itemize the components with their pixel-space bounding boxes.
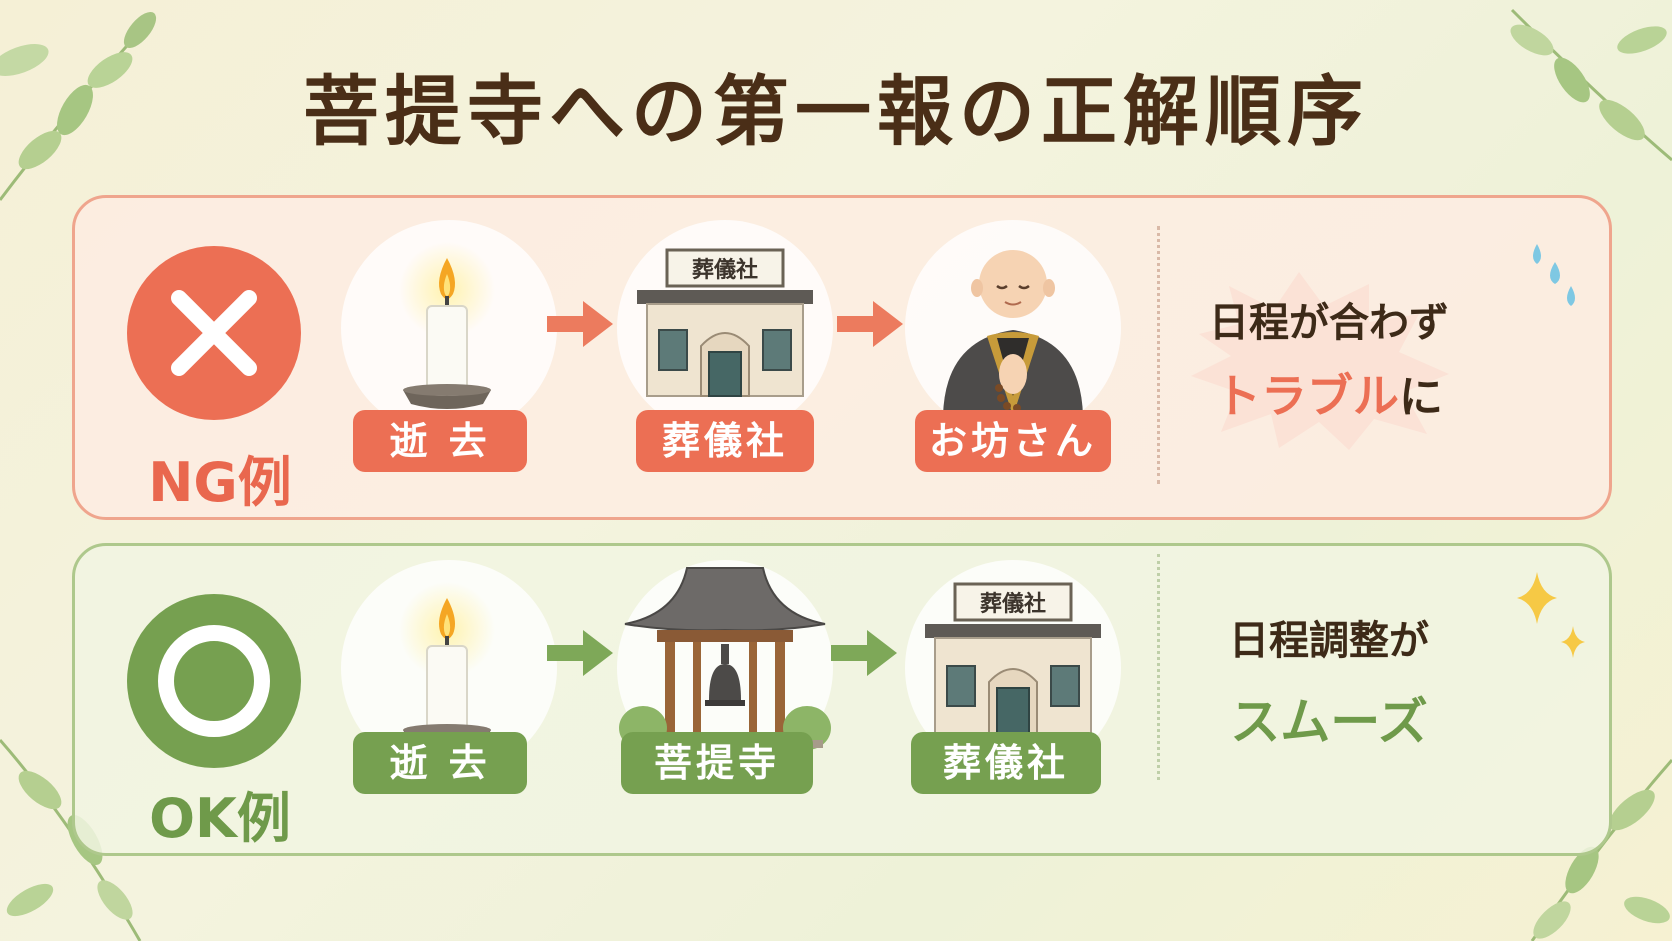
ng-step-1-label: 逝 去 <box>353 410 527 472</box>
funeral-home-icon: 葬儀社 <box>637 248 813 397</box>
funeral-home-icon: 葬儀社 <box>925 582 1101 735</box>
divider <box>1157 554 1160 780</box>
cross-icon <box>171 290 257 376</box>
divider <box>1157 226 1160 484</box>
ng-result-suffix: に <box>1399 372 1443 423</box>
burst-icon <box>1191 272 1449 450</box>
arrow-right-icon <box>547 630 613 676</box>
ng-result: 日程が合わず トラブルに <box>1179 290 1479 426</box>
ng-label: NG例 <box>148 451 292 514</box>
ng-result-line1: 日程が合わず <box>1209 300 1449 346</box>
page-title: 菩提寺への第一報の正解順序 <box>303 67 1369 156</box>
ng-result-highlight: トラブル <box>1215 369 1399 423</box>
ng-step-2-label: 葬儀社 <box>636 410 814 472</box>
sparkle-icon <box>1517 572 1585 658</box>
ok-step-3-label: 葬儀社 <box>911 732 1101 794</box>
ok-example-panel: OK例 逝 去 <box>72 543 1612 856</box>
svg-text:葬儀社: 葬儀社 <box>980 591 1046 617</box>
svg-text:葬儀社: 葬儀社 <box>692 257 758 283</box>
circle-icon <box>158 625 270 737</box>
ng-step-2-circle: 葬儀社 <box>617 220 833 436</box>
ng-example-panel: NG例 逝 去 葬儀社 葬儀社 <box>72 195 1612 520</box>
arrow-right-icon <box>831 630 897 676</box>
ok-result-line1: 日程調整が <box>1229 618 1429 664</box>
ok-result-line2: スムーズ <box>1230 693 1428 751</box>
ok-label: OK例 <box>149 787 291 850</box>
sweat-drops-icon <box>1533 244 1575 306</box>
arrow-right-icon <box>837 301 903 347</box>
ng-step-1-circle <box>341 220 557 436</box>
ok-step-2-label: 菩提寺 <box>621 732 813 794</box>
ok-result: 日程調整が スムーズ <box>1179 608 1479 754</box>
leaf-decoration-top-left <box>0 11 157 201</box>
ng-step-3-label: お坊さん <box>915 410 1111 472</box>
leaf-decoration-top-right <box>1510 8 1672 162</box>
ok-badge <box>127 594 301 768</box>
candle-icon <box>399 242 495 409</box>
ng-step-3-circle <box>905 220 1121 436</box>
arrow-right-icon <box>547 301 613 347</box>
ng-badge <box>127 246 301 420</box>
monk-icon <box>943 250 1083 416</box>
ok-step-1-label: 逝 去 <box>353 732 527 794</box>
